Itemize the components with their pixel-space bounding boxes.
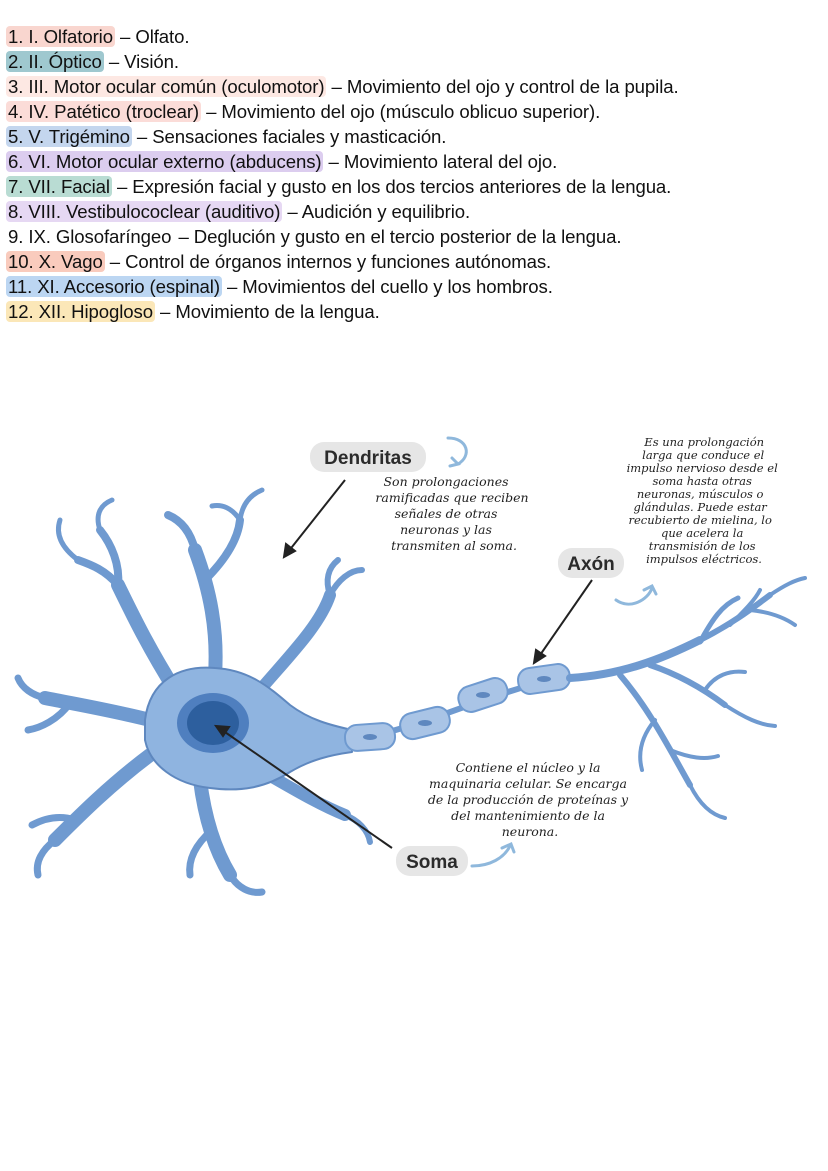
nerve-name: 5. V. Trigémino	[6, 126, 132, 147]
nerve-name: 11. XI. Accesorio (espinal)	[6, 276, 222, 297]
soma-pointer	[221, 729, 393, 849]
terminal-branch	[728, 588, 762, 627]
axon-curved-arrow	[614, 586, 654, 606]
nerve-function: – Olfato.	[114, 26, 190, 47]
axon-note: Es una prolongación larga que conduce el…	[627, 435, 782, 566]
nerve-name: 10. X. Vago	[6, 251, 105, 272]
soma-nucleus	[187, 701, 239, 745]
nerve-function: – Audición y equilibrio.	[282, 201, 471, 222]
dendrite-branch	[24, 699, 74, 734]
terminal-branch	[768, 576, 807, 597]
dendrite-branch	[193, 773, 237, 882]
dendrite-branch	[201, 516, 244, 584]
dendrite-branch	[111, 578, 182, 697]
dendritas-note: Son prolongaciones ramificadas que recib…	[375, 474, 532, 553]
nerve-name: 12. XII. Hipogloso	[6, 301, 155, 322]
cranial-nerve-list: 1. I. Olfatorio – Olfato.2. II. Óptico –…	[6, 24, 679, 324]
terminal-branch	[638, 718, 657, 772]
dendrite-branch	[28, 814, 79, 829]
nerve-name: 3. III. Motor ocular común (oculomotor)	[6, 76, 327, 97]
pointers	[213, 479, 593, 849]
terminal-branch	[668, 748, 720, 760]
nerve-name: 4. IV. Patético (troclear)	[6, 101, 201, 122]
nerve-function: – Movimiento lateral del ojo.	[323, 151, 558, 172]
terminal-branch	[688, 783, 727, 820]
terminal-branch	[566, 636, 704, 682]
nerve-name: 9. IX. Glosofaríngeo	[6, 226, 174, 247]
dendrite-branch	[188, 543, 223, 682]
nerve-item: 10. X. Vago – Control de órganos interno…	[6, 249, 679, 274]
nerve-name: 7. VII. Facial	[6, 176, 112, 197]
axon-terminals	[566, 576, 807, 820]
dendrite-branch	[209, 503, 243, 523]
dendritas-label: Dendritas	[324, 448, 412, 469]
soma-tag-bg	[396, 846, 468, 876]
dendrite-branch	[164, 511, 199, 554]
nerve-item: 8. VIII. Vestibulococlear (auditivo) – A…	[6, 199, 679, 224]
soma-curved-arrow	[470, 844, 512, 868]
dendrite-branch	[226, 871, 266, 896]
dendrite-branch	[48, 748, 157, 847]
nerve-item: 4. IV. Patético (troclear) – Movimiento …	[6, 99, 679, 124]
nerve-function: – Movimiento de la lengua.	[154, 301, 380, 322]
nerve-item: 3. III. Motor ocular común (oculomotor) …	[6, 74, 679, 99]
nerve-function: – Movimiento del ojo y control de la pup…	[326, 76, 679, 97]
nerve-item: 11. XI. Accesorio (espinal) – Movimiento…	[6, 274, 679, 299]
nerve-name: 2. II. Óptico	[6, 51, 104, 72]
nerve-function: – Movimiento del ojo (músculo oblicuo su…	[201, 101, 601, 122]
axon-label: Axón	[567, 554, 615, 575]
dendrite-branch	[33, 836, 59, 879]
nerve-item: 7. VII. Facial – Expresión facial y gust…	[6, 174, 679, 199]
dendrite-branch	[186, 826, 216, 879]
dendrite-branch	[254, 589, 336, 696]
dendritas-pointer	[287, 479, 346, 553]
nerve-function: – Movimientos del cuello y los hombros.	[221, 276, 553, 297]
nerve-item: 2. II. Óptico – Visión.	[6, 49, 679, 74]
curved-arrows	[446, 436, 658, 868]
dendrite-branch	[96, 526, 123, 589]
dendrite-branch	[324, 557, 341, 598]
nerve-function: – Sensaciones faciales y masticación.	[131, 126, 447, 147]
dendrite-branch	[95, 497, 115, 533]
neuron-diagram: Dendritas Axón Soma Son prolongaciones r…	[14, 435, 807, 896]
neuron-illustration	[14, 487, 807, 896]
terminal-branch	[697, 595, 741, 645]
nerve-item: 9. IX. Glosofaríngeo – Deglución y gusto…	[6, 224, 679, 249]
soma-label: Soma	[406, 852, 458, 873]
axon-pointer	[537, 579, 593, 659]
dendritas-curved-arrow	[446, 436, 468, 466]
nerve-item: 6. VI. Motor ocular externo (abducens) –…	[6, 149, 679, 174]
axon-tag-bg	[558, 548, 624, 578]
terminal-branch	[748, 608, 797, 627]
terminal-branch	[647, 662, 728, 708]
axon	[343, 663, 572, 752]
dendrite-branch	[74, 556, 122, 589]
soma-note: Contiene el núcleo y la maquinaria celul…	[428, 760, 632, 839]
nerve-item: 12. XII. Hipogloso – Movimiento de la le…	[6, 299, 679, 324]
soma-body	[144, 666, 353, 791]
nerve-name: 8. VIII. Vestibulococlear (auditivo)	[6, 201, 283, 222]
terminal-branch	[617, 672, 693, 788]
terminal-branch	[703, 669, 747, 692]
dendrites	[14, 487, 373, 896]
nerve-name: 6. VI. Motor ocular externo (abducens)	[6, 151, 324, 172]
dendrite-branch	[55, 517, 81, 563]
nerve-item: 1. I. Olfatorio – Olfato.	[6, 24, 679, 49]
dendrite-branch	[14, 674, 49, 702]
nerve-item: 5. V. Trigémino – Sensaciones faciales y…	[6, 124, 679, 149]
dendrite-branch	[327, 567, 365, 598]
dendritas-tag-bg	[310, 442, 426, 472]
nerve-name: 1. I. Olfatorio	[6, 26, 115, 47]
terminal-branch	[723, 703, 777, 728]
nerve-function: – Control de órganos internos y funcione…	[104, 251, 552, 272]
dendrite-branch	[237, 487, 265, 523]
nerve-function: – Deglución y gusto en el tercio posteri…	[173, 226, 622, 247]
nerve-function: – Expresión facial y gusto en los dos te…	[111, 176, 672, 197]
dendrite-branch	[38, 691, 157, 727]
nerve-function: – Visión.	[103, 51, 179, 72]
